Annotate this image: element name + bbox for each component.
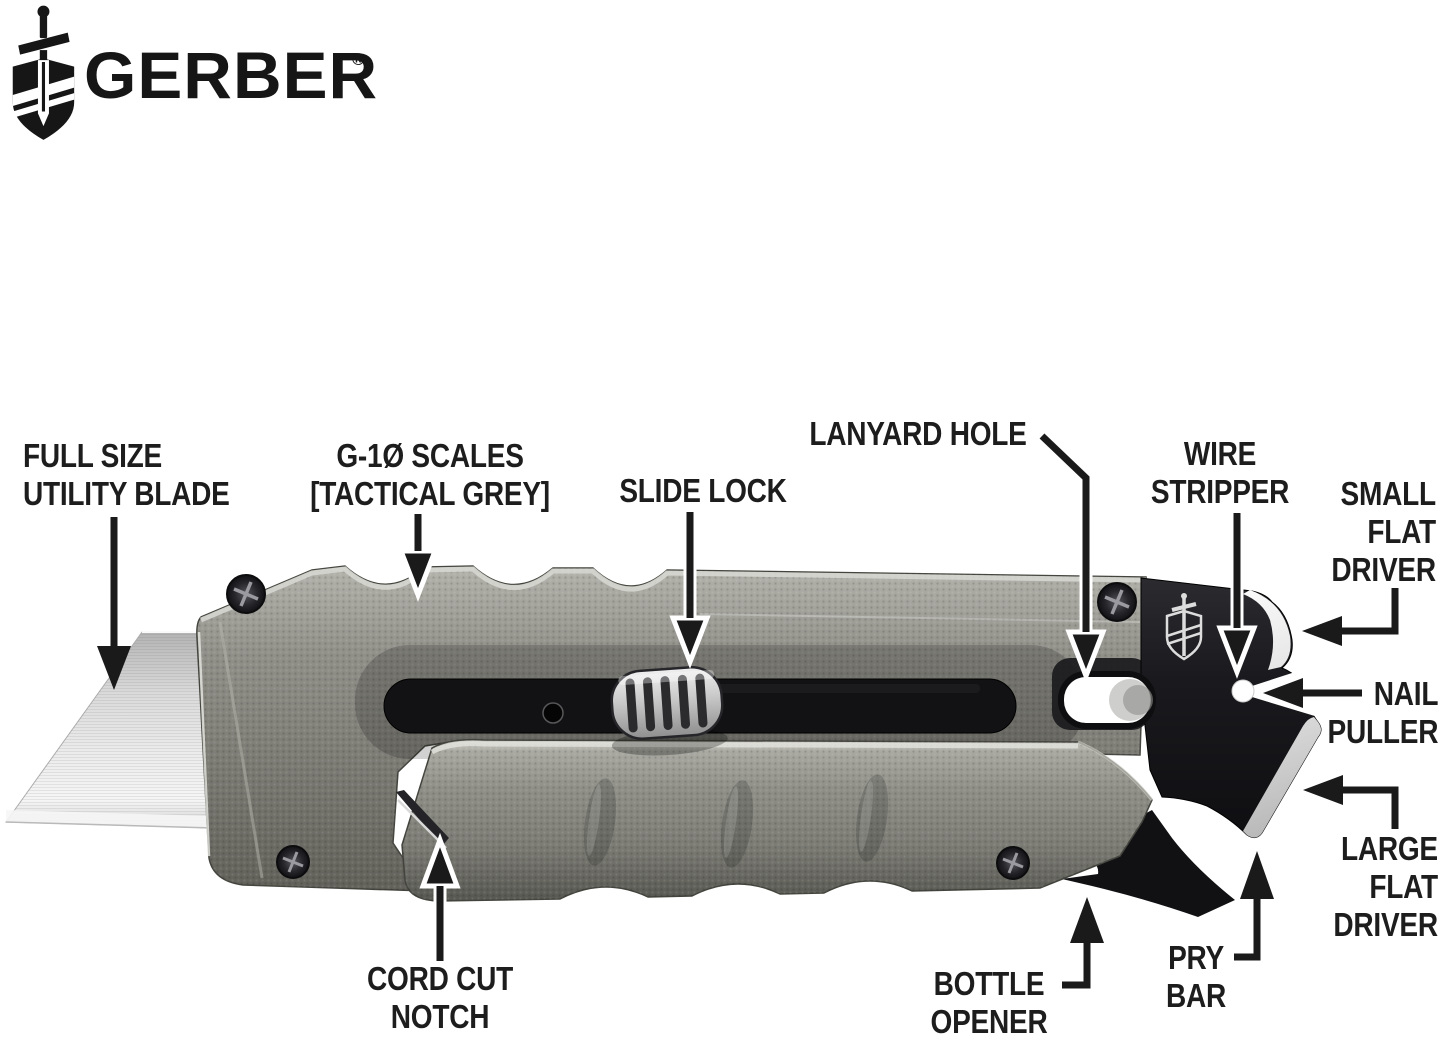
label-lanyard-hole: LANYARD HOLE: [809, 415, 1027, 452]
brand-wordmark: GERBER: [84, 38, 379, 112]
label-bottle-opener: BOTTLE OPENER: [930, 965, 1048, 1040]
label-slide-lock: SLIDE LOCK: [619, 472, 787, 509]
slide-lock-button: [610, 666, 728, 756]
blade-position-hole: [542, 702, 564, 724]
registered-trademark: ®: [352, 50, 365, 69]
steel-head: [1140, 577, 1328, 839]
label-full-size-utility-blade: FULL SIZE UTILITY BLADE: [23, 437, 230, 512]
handle-screws: [226, 574, 1137, 880]
lanyard-hole: [1058, 671, 1156, 729]
arrow-pry-bar: [1234, 851, 1274, 961]
callout-arrows: [97, 431, 1399, 989]
handle-lower-scale: [401, 738, 1154, 902]
label-large-flat-driver: LARGE FLAT DRIVER: [1333, 830, 1439, 943]
arrow-g10-scales: [397, 514, 439, 602]
label-small-flat-driver: SMALL FLAT DRIVER: [1331, 475, 1437, 588]
large-flat-driver-edge: [1243, 717, 1321, 838]
wire-stripper-notch: [1231, 679, 1255, 703]
label-cord-cut-notch: CORD CUT NOTCH: [366, 960, 514, 1035]
brand-logo: GERBER ®: [0, 0, 420, 160]
grip-grooves: [583, 774, 889, 868]
arrow-large-flat-driver: [1303, 775, 1399, 829]
screw-icon: [276, 845, 310, 879]
label-wire-stripper: WIRE STRIPPER: [1150, 435, 1290, 510]
label-pry-bar: PRY BAR: [1165, 939, 1227, 1014]
arrow-lanyard-hole: [1037, 431, 1107, 683]
arrow-cord-cut-notch: [419, 832, 461, 961]
screw-icon: [226, 574, 266, 614]
screw-icon: [996, 846, 1030, 880]
small-flat-driver-edge: [1243, 590, 1291, 670]
arrow-wire-stripper: [1216, 513, 1258, 679]
bottle-opener-hook: [1010, 810, 1235, 917]
arrow-slide-lock: [669, 512, 711, 669]
arrow-full-size-utility-blade: [97, 517, 131, 690]
arrow-small-flat-driver: [1302, 588, 1399, 646]
gerber-head-logo-icon: [1165, 593, 1203, 661]
arrow-nail-puller: [1263, 678, 1362, 708]
label-g10-scales: G-1Ø SCALES [TACTICAL GREY]: [310, 437, 550, 512]
gerber-sword-shield-icon: [12, 5, 75, 140]
scale-top-bevel: [200, 566, 1147, 623]
arrow-bottle-opener: [1062, 897, 1104, 989]
screw-icon: [1097, 582, 1137, 622]
label-nail-puller: NAIL PULLER: [1327, 675, 1438, 750]
